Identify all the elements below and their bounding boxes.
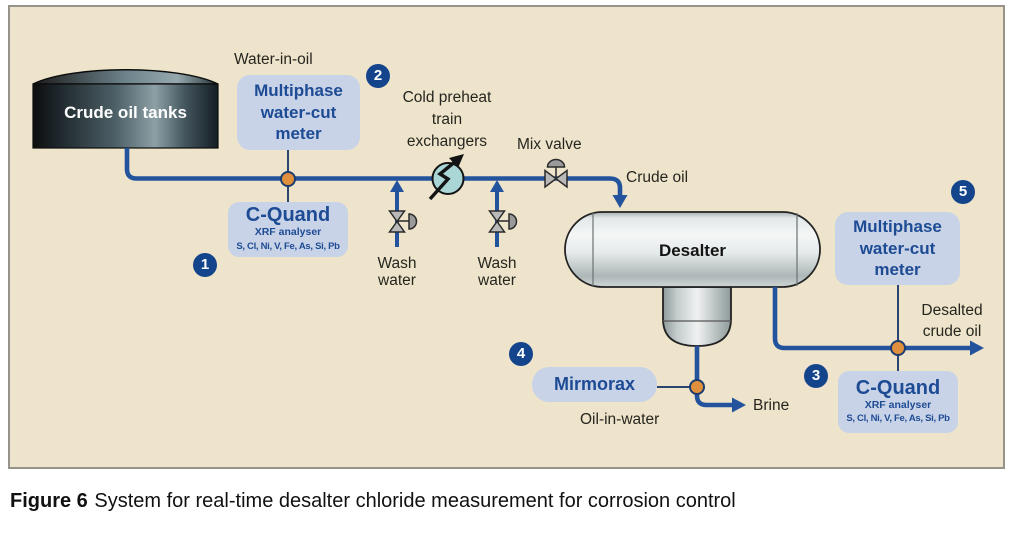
cquand-inlet-title: C-Quand — [245, 204, 331, 227]
label-brine: Brine — [753, 397, 790, 414]
wash-water-line-left — [388, 180, 418, 247]
pipe-crude-oil-main — [124, 148, 623, 196]
arrow-brine — [732, 397, 746, 413]
label-mix-valve: Mix valve — [517, 136, 582, 153]
label-wash-water-right: Wash water — [477, 255, 517, 290]
figure-caption: Figure 6 System for real-time desalter ch… — [10, 490, 736, 513]
junction-dot-outlet — [890, 340, 906, 356]
cquand-inlet-box: C-Quand XRF analyser S, Cl, Ni, V, Fe, A… — [228, 202, 348, 257]
wash-valve-icon-left — [388, 210, 418, 233]
cquand-outlet-elements: S, Cl, Ni, V, Fe, As, Si, Pb — [846, 413, 950, 425]
label-crude-oil: Crude oil — [626, 169, 689, 186]
pipe-brine — [694, 346, 733, 408]
label-desalted-crude-oil: Desalted crude oil — [921, 302, 983, 340]
badge-4: 4 — [509, 342, 533, 366]
heat-exchanger-icon — [428, 154, 465, 201]
wash-water-line-right — [488, 180, 518, 247]
cquand-outlet-box: C-Quand XRF analyser S, Cl, Ni, V, Fe, A… — [838, 371, 958, 433]
desalter-vessel-icon — [564, 211, 821, 347]
arrow-into-desalter — [612, 195, 628, 208]
badge-1: 1 — [193, 253, 217, 277]
mix-valve-icon — [544, 158, 568, 189]
mirmorax-box: Mirmorax — [532, 367, 657, 402]
cquand-inlet-elements: S, Cl, Ni, V, Fe, As, Si, Pb — [236, 240, 340, 252]
desalter-label: Desalter — [658, 241, 727, 260]
tank-label: Crude oil tanks — [64, 103, 187, 122]
badge-3: 3 — [804, 364, 828, 388]
multiphase-meter-outlet-label: Multiphase water-cut meter — [853, 216, 942, 280]
junction-dot-inlet — [280, 171, 296, 187]
cquand-outlet-subtitle: XRF analyser — [864, 398, 932, 411]
label-wash-water-left: Wash water — [377, 255, 417, 290]
wash-valve-icon-right — [488, 210, 518, 233]
cquand-outlet-title: C-Quand — [855, 376, 941, 399]
cquand-inlet-subtitle: XRF analyser — [254, 226, 322, 239]
badge-2: 2 — [366, 64, 390, 88]
badge-5: 5 — [951, 180, 975, 204]
pipe-desalted-crude — [772, 287, 971, 351]
junction-dot-brine — [689, 379, 705, 395]
label-water-in-oil: Water-in-oil — [234, 51, 313, 68]
figure-caption-text: System for real-time desalter chloride m… — [94, 490, 736, 512]
multiphase-meter-inlet-box: Multiphase water-cut meter — [237, 75, 360, 150]
label-oil-in-water: Oil-in-water — [580, 411, 660, 428]
mirmorax-label: Mirmorax — [553, 374, 636, 394]
arrow-desalted-crude — [970, 340, 984, 356]
label-cold-preheat-exchangers: Cold preheat train exchangers — [402, 89, 492, 150]
figure-caption-number: Figure 6 — [10, 490, 88, 512]
multiphase-meter-inlet-label: Multiphase water-cut meter — [254, 80, 343, 144]
multiphase-meter-outlet-box: Multiphase water-cut meter — [835, 212, 960, 285]
